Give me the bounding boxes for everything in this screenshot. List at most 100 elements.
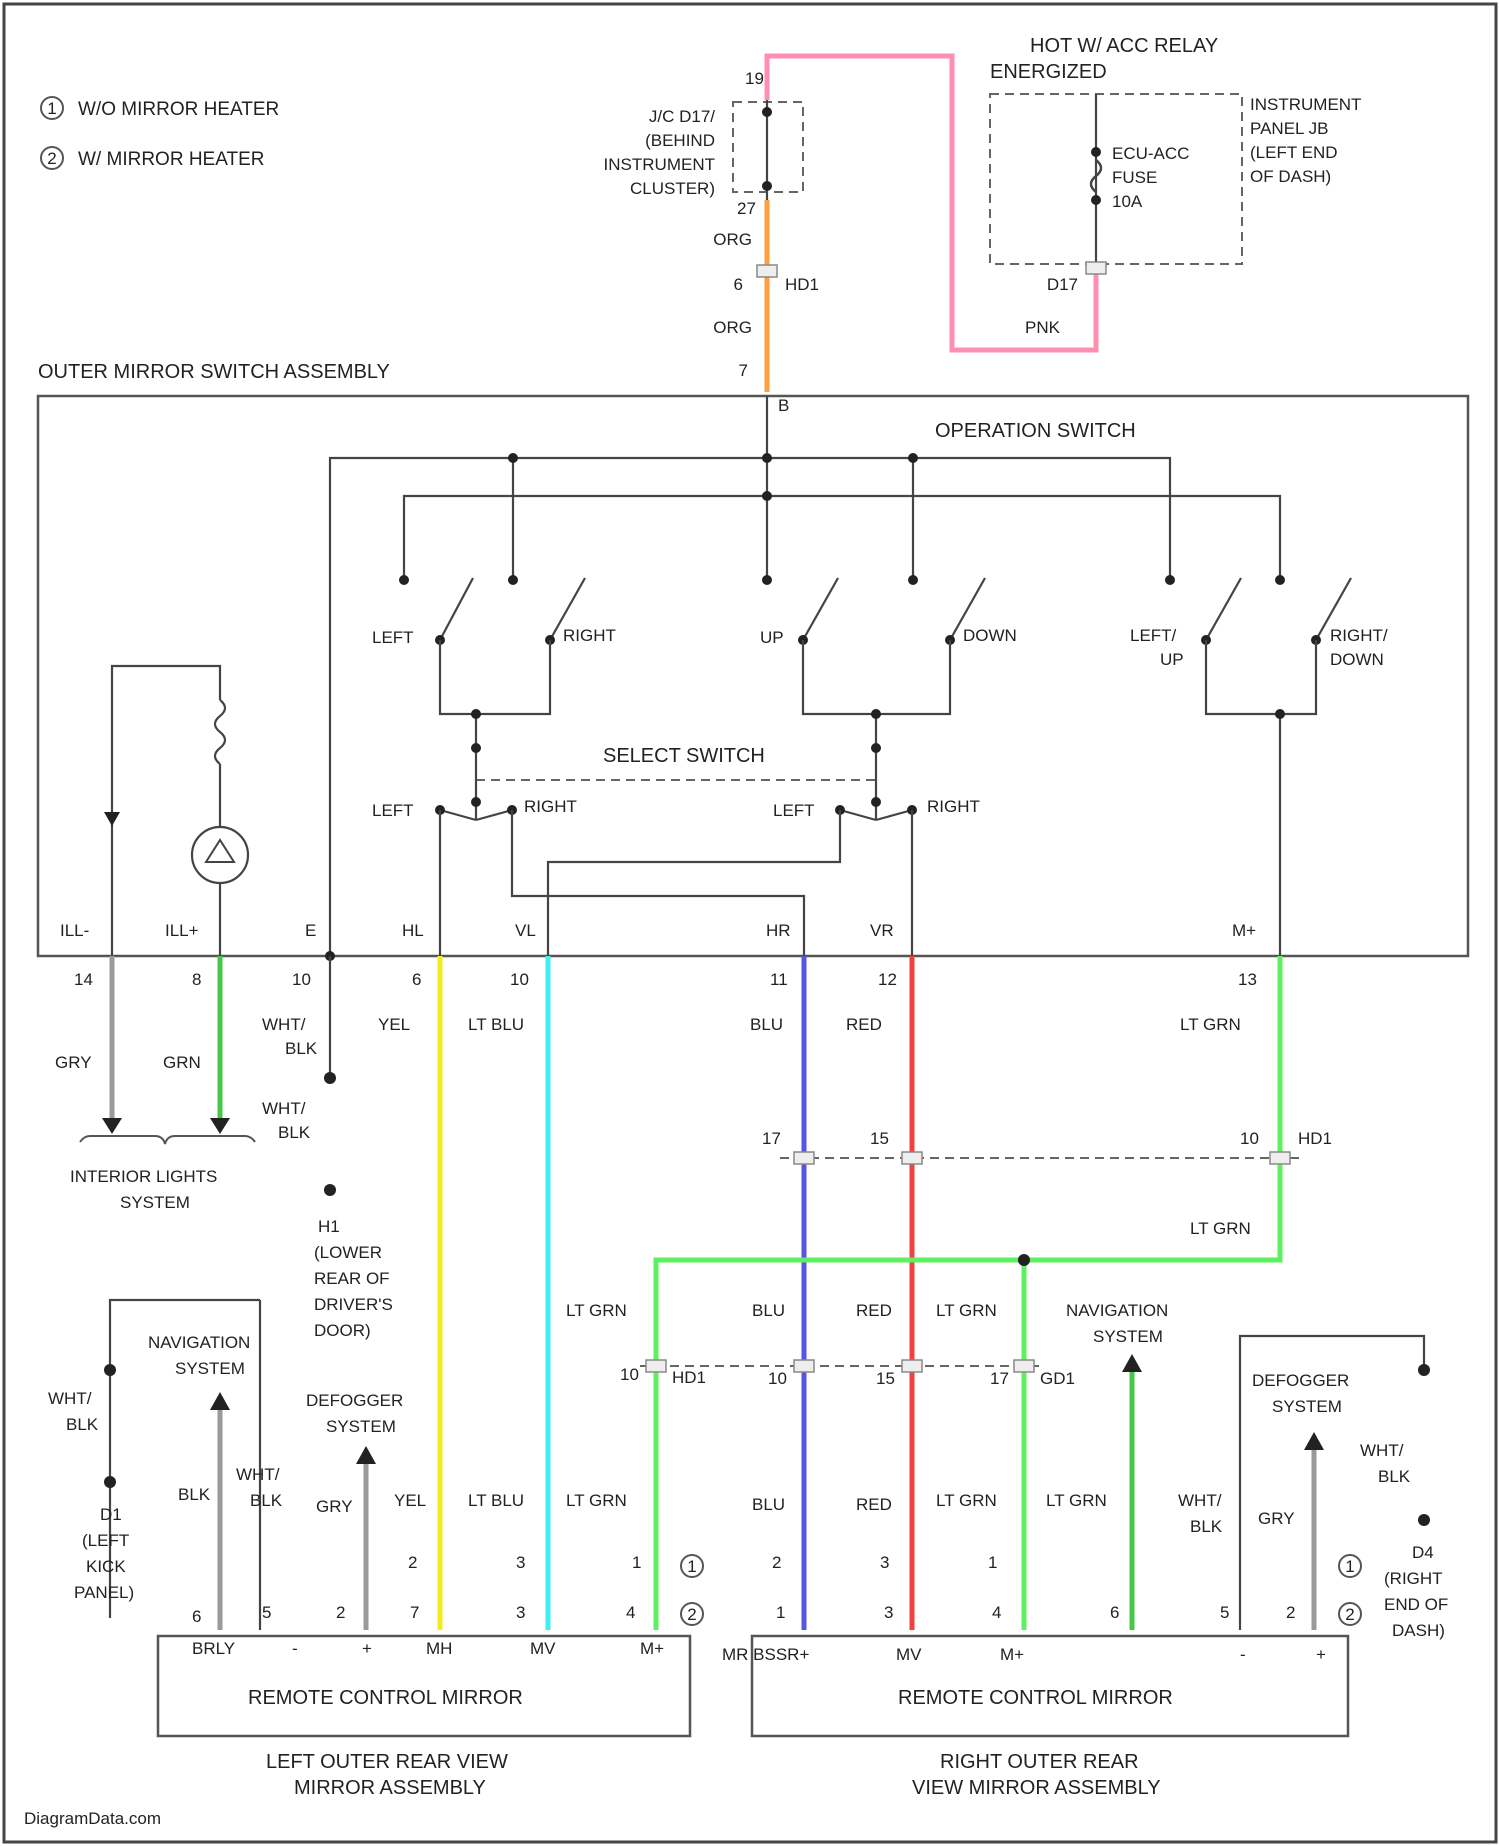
page-frame	[4, 4, 1496, 1842]
ground-d1-dot-upper	[104, 1364, 116, 1376]
switch-label-down: DOWN	[963, 626, 1017, 645]
left-term-brly: BRLY	[192, 1639, 235, 1658]
fuse-dot-bottom	[1091, 195, 1101, 205]
jc-pin-27: 27	[737, 199, 756, 218]
right-term-m-plus: M+	[1000, 1645, 1024, 1664]
nav-right-label-2: SYSTEM	[1093, 1327, 1163, 1346]
switch-label-right-down-2: DOWN	[1330, 650, 1384, 669]
junction-e-1	[508, 453, 518, 463]
terminal-m-plus: M+	[1232, 921, 1256, 940]
ground-dot-upper	[324, 1072, 336, 1084]
contact-1b	[508, 575, 518, 585]
d17-label: D17	[1047, 275, 1078, 294]
right-pin2-f: 2	[1286, 1603, 1295, 1622]
left-mirror-label: REMOTE CONTROL MIRROR	[248, 1687, 523, 1709]
select-switch: SELECT SWITCH LEFT RIGHT LEFT RIGHT	[372, 709, 1285, 956]
wire-label-wht-blk-2b: BLK	[278, 1123, 311, 1142]
left-mirror-assy-2: MIRROR ASSEMBLY	[294, 1777, 486, 1799]
jb-label-3: (LEFT END	[1250, 143, 1338, 162]
wht-blk-right-label-1: WHT/	[1360, 1441, 1404, 1460]
wire-label-mid-red: RED	[856, 1301, 892, 1320]
switch-label-right-down-1: RIGHT/	[1330, 626, 1388, 645]
top-section: 19 27 J/C D17/ (BEHIND INSTRUMENT CLUSTE…	[604, 35, 1362, 392]
hd1-lower-pin: 10	[620, 1365, 639, 1384]
select-dot-4	[871, 709, 881, 719]
left-pin2-e: 3	[516, 1603, 525, 1622]
terminal-vl: VL	[515, 921, 536, 940]
right-wire-label-red: RED	[856, 1495, 892, 1514]
right-term-minus: -	[1240, 1645, 1246, 1664]
ground-d4-dot-upper	[1418, 1364, 1430, 1376]
left-wire-label-gry: GRY	[316, 1497, 353, 1516]
left-pin2-a: 6	[192, 1607, 201, 1626]
contact-3a	[1165, 575, 1175, 585]
arrow-down-icon	[104, 812, 120, 826]
arrow-ill-plus-icon	[210, 1118, 230, 1134]
pin-ill-minus: 14	[74, 970, 93, 989]
pin-hr: 11	[770, 970, 788, 989]
ground-h1-dot	[324, 1184, 336, 1196]
right-wire-label-lt-grn-2: LT GRN	[1046, 1491, 1107, 1510]
right-pin1-b: 3	[880, 1553, 889, 1572]
switch-group-diagonal: LEFT/ UP RIGHT/ DOWN	[1130, 575, 1388, 714]
gd1-label: GD1	[1040, 1369, 1075, 1388]
right-pin2-d: 6	[1110, 1603, 1119, 1622]
legend-item-2: W/ MIRROR HEATER	[78, 149, 264, 170]
contact-2b	[908, 575, 918, 585]
hd1-connector-top	[757, 265, 777, 277]
left-term-minus: -	[292, 1639, 298, 1658]
hd1-conn-15	[902, 1152, 922, 1164]
nav-right-label-1: NAVIGATION	[1066, 1301, 1168, 1320]
bus-e-line	[330, 458, 1170, 956]
switch-label-left: LEFT	[372, 628, 414, 647]
operation-switch-label: OPERATION SWITCH	[935, 420, 1136, 442]
select-dot-3	[471, 797, 481, 807]
wire-org-label-1: ORG	[713, 230, 752, 249]
left-wire-label-lt-grn: LT GRN	[566, 1491, 627, 1510]
hd1-conn-17	[794, 1152, 814, 1164]
right-mirror-assy-1: RIGHT OUTER REAR	[940, 1751, 1139, 1773]
hd1-lower-conn	[646, 1360, 666, 1372]
switch-label-left-up-1: LEFT/	[1130, 626, 1177, 645]
left-variant-1-text: 1	[687, 1557, 696, 1576]
jc-pin-19: 19	[745, 69, 764, 88]
terminal-hl: HL	[402, 921, 424, 940]
route-hr	[512, 810, 804, 956]
wire-label-mid-lt-grn-1: LT GRN	[566, 1301, 627, 1320]
right-variant-2-text: 2	[1345, 1605, 1354, 1624]
right-wire-label-blu: BLU	[752, 1495, 785, 1514]
right-wire-label-wht: WHT/	[1178, 1491, 1222, 1510]
left-term-mv: MV	[530, 1639, 556, 1658]
gd1-conn-17	[1014, 1360, 1034, 1372]
switch-group-up-down: UP DOWN	[760, 575, 1017, 714]
gd1-pin-10: 10	[768, 1369, 787, 1388]
gd1-conn-10	[794, 1360, 814, 1372]
fuse-dot-top	[1091, 147, 1101, 157]
wht-blk-right-label-2: BLK	[1378, 1467, 1411, 1486]
left-mirror-box	[158, 1636, 690, 1736]
pin-hl: 6	[412, 970, 421, 989]
hd1-mid-pin-17: 17	[762, 1129, 781, 1148]
switch-blade-up	[803, 578, 838, 640]
wire-label-wht-blk-1b: BLK	[285, 1039, 318, 1058]
select-label-left-a: LEFT	[372, 801, 414, 820]
left-mirror-assy-1: LEFT OUTER REAR VIEW	[266, 1751, 508, 1773]
select-blade-1	[440, 810, 476, 820]
pin-vl: 10	[510, 970, 529, 989]
switch-assembly-box	[38, 396, 1468, 956]
select-dot-6	[871, 797, 881, 807]
d17-connector	[1086, 262, 1106, 274]
junction-m-plus	[1275, 709, 1285, 719]
left-wire-label-blk2: BLK	[250, 1491, 283, 1510]
fuse-label-1: ECU-ACC	[1112, 144, 1189, 163]
defog-right-label-2: SYSTEM	[1272, 1397, 1342, 1416]
nav-left-arrow-icon	[210, 1392, 230, 1410]
gd1-pin-15: 15	[876, 1369, 895, 1388]
pin-vr: 12	[878, 970, 897, 989]
right-wire-label-lt-grn-1: LT GRN	[936, 1491, 997, 1510]
hd1-mid-pin-15: 15	[870, 1129, 889, 1148]
relay-label-1: HOT W/ ACC RELAY	[1030, 35, 1218, 57]
terminal-hr: HR	[766, 921, 791, 940]
wire-label-mid-lt-grn-2: LT GRN	[936, 1301, 997, 1320]
wire-label-red: RED	[846, 1015, 882, 1034]
